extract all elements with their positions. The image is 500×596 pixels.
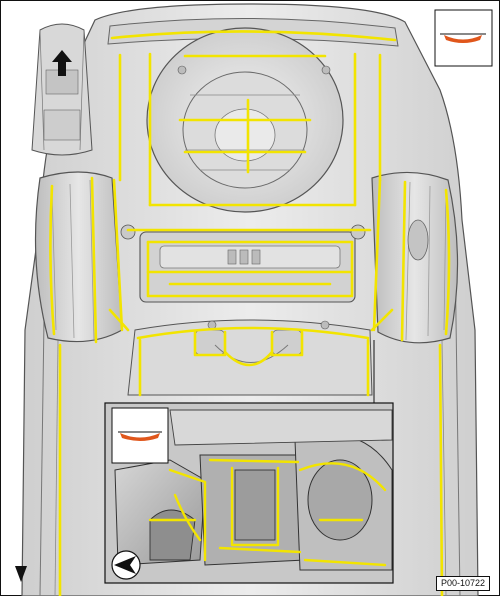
- up-arrow-icon: [52, 50, 72, 76]
- corner-triangle-icon: [15, 566, 27, 582]
- detail-inset: [104, 402, 394, 584]
- sealant-legend: [434, 9, 493, 67]
- figure-reference-code: P00-10722: [435, 576, 490, 591]
- view-direction-arrow-icon: [111, 550, 141, 580]
- orientation-thumbnail: [31, 23, 93, 156]
- sealant-seam-lines: [49, 30, 451, 596]
- detail-sealant-legend: [111, 407, 169, 464]
